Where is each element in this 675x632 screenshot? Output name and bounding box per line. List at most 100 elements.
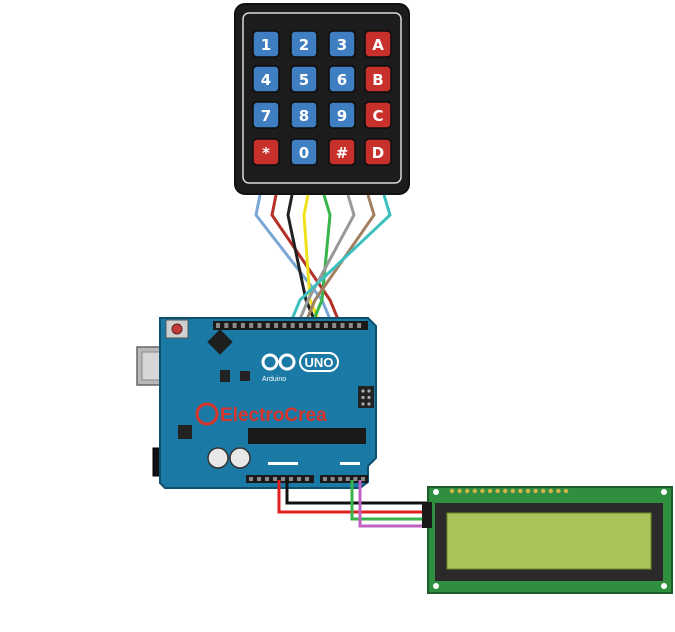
keypad-key: A (364, 30, 392, 58)
lcd-pin (465, 488, 470, 494)
keypad-wire (270, 194, 342, 325)
header-pin (281, 477, 285, 481)
keypad-key-label: D (372, 144, 384, 162)
header-pin (224, 323, 229, 328)
digital-header-pins (216, 323, 362, 328)
header-pin (332, 323, 337, 328)
lcd-mount-hole-bl (433, 583, 439, 589)
electrocrea-logo: ElectroCrea (195, 402, 327, 426)
keypad-key: 9 (328, 101, 356, 129)
arduino-infinity-logo (261, 353, 296, 371)
crystal (240, 371, 250, 381)
keypad-key-cap (328, 138, 356, 166)
keypad-wire (303, 194, 376, 325)
header-pin (257, 477, 261, 481)
reset-button-cap (171, 323, 183, 335)
header-pin (345, 477, 350, 481)
header-pin (273, 477, 277, 481)
bottom-header-pins (249, 477, 365, 481)
header-pin (353, 477, 358, 481)
power-header (246, 475, 314, 483)
capacitor-right (229, 447, 251, 469)
lcd-pin (533, 488, 538, 494)
keypad-key-cap (252, 30, 280, 58)
icsp-pin (367, 389, 371, 393)
lcd-pin (548, 488, 553, 494)
header-pin (305, 477, 309, 481)
header-pin (297, 477, 301, 481)
electrocrea-icon (195, 402, 219, 426)
arduino-sub-label: Arduino (262, 376, 286, 383)
lcd-wire-bundle (277, 480, 428, 528)
keypad-key-cap (290, 30, 318, 58)
lcd-pin (480, 488, 485, 494)
lcd-mount-hole-br (661, 583, 667, 589)
keypad-key-label: 3 (337, 36, 347, 54)
arduino-pcb (159, 317, 377, 489)
keypad-key: 6 (328, 65, 356, 93)
lcd-pin (525, 488, 531, 494)
icsp-pin (367, 402, 371, 406)
lcd-wire (350, 480, 428, 521)
lcd-pin (541, 488, 546, 494)
keypad-key-label: 8 (299, 107, 309, 125)
header-pin (315, 323, 320, 328)
lcd-pin (518, 488, 523, 494)
lcd-pin (495, 488, 500, 494)
keypad-key: 2 (290, 30, 318, 58)
keypad-key-cap (328, 65, 356, 93)
keypad-key-cap (290, 101, 318, 129)
header-pin (307, 323, 312, 328)
keypad-key-cap (328, 101, 356, 129)
keypad-key-cap (252, 65, 280, 93)
keypad-key: B (364, 65, 392, 93)
digital-header (213, 321, 368, 330)
keypad-key-label: 4 (261, 71, 271, 89)
icsp-pin (367, 395, 371, 400)
lcd-header-pins (449, 488, 569, 494)
keypad-key-cap (364, 101, 392, 129)
keypad-key: 4 (252, 65, 280, 93)
keypad-wire-bundle (254, 194, 392, 325)
lcd-wire (285, 480, 428, 505)
keypad-wire (310, 194, 332, 325)
lcd-wire (358, 480, 428, 528)
keypad-key-label: 9 (337, 107, 347, 125)
header-pin (257, 323, 262, 328)
keypad-key: D (364, 138, 392, 166)
arduino-uno-board: UNO Arduino ElectroCrea (136, 317, 377, 489)
header-pin (361, 477, 365, 481)
header-pin (340, 323, 345, 328)
keypad-key: 3 (328, 30, 356, 58)
header-pin (357, 323, 362, 328)
keypad-key-label: 7 (261, 107, 271, 125)
header-pin (274, 323, 279, 328)
header-pin (282, 323, 287, 328)
silk-mark-2 (340, 462, 360, 465)
header-pin (338, 477, 343, 481)
keypad-key-label: B (372, 71, 383, 89)
header-pin (289, 477, 293, 481)
keypad-key-label: 2 (299, 36, 309, 54)
header-pin (330, 477, 335, 481)
header-pin (323, 477, 327, 481)
icsp-header (358, 386, 374, 408)
keypad-key-cap (364, 138, 392, 166)
header-pin (240, 323, 245, 328)
keypad-key: 0 (290, 138, 318, 166)
lcd-pin (487, 488, 493, 494)
header-pin (249, 323, 254, 328)
header-pin (265, 477, 269, 481)
keypad-key: * (252, 138, 280, 166)
lcd-pin (457, 488, 462, 494)
keypad-key-cap (364, 30, 392, 58)
header-pin (299, 323, 303, 328)
lcd-mount-hole-tl (433, 489, 439, 495)
keypad-key-label: 0 (299, 144, 309, 162)
uno-label: UNO (305, 355, 334, 370)
icsp-pin (361, 389, 365, 393)
keypad-key-label: 1 (261, 36, 271, 54)
lcd-wire (277, 480, 428, 514)
keypad-key: 1 (252, 30, 280, 58)
keypad-inner-border (242, 12, 402, 184)
